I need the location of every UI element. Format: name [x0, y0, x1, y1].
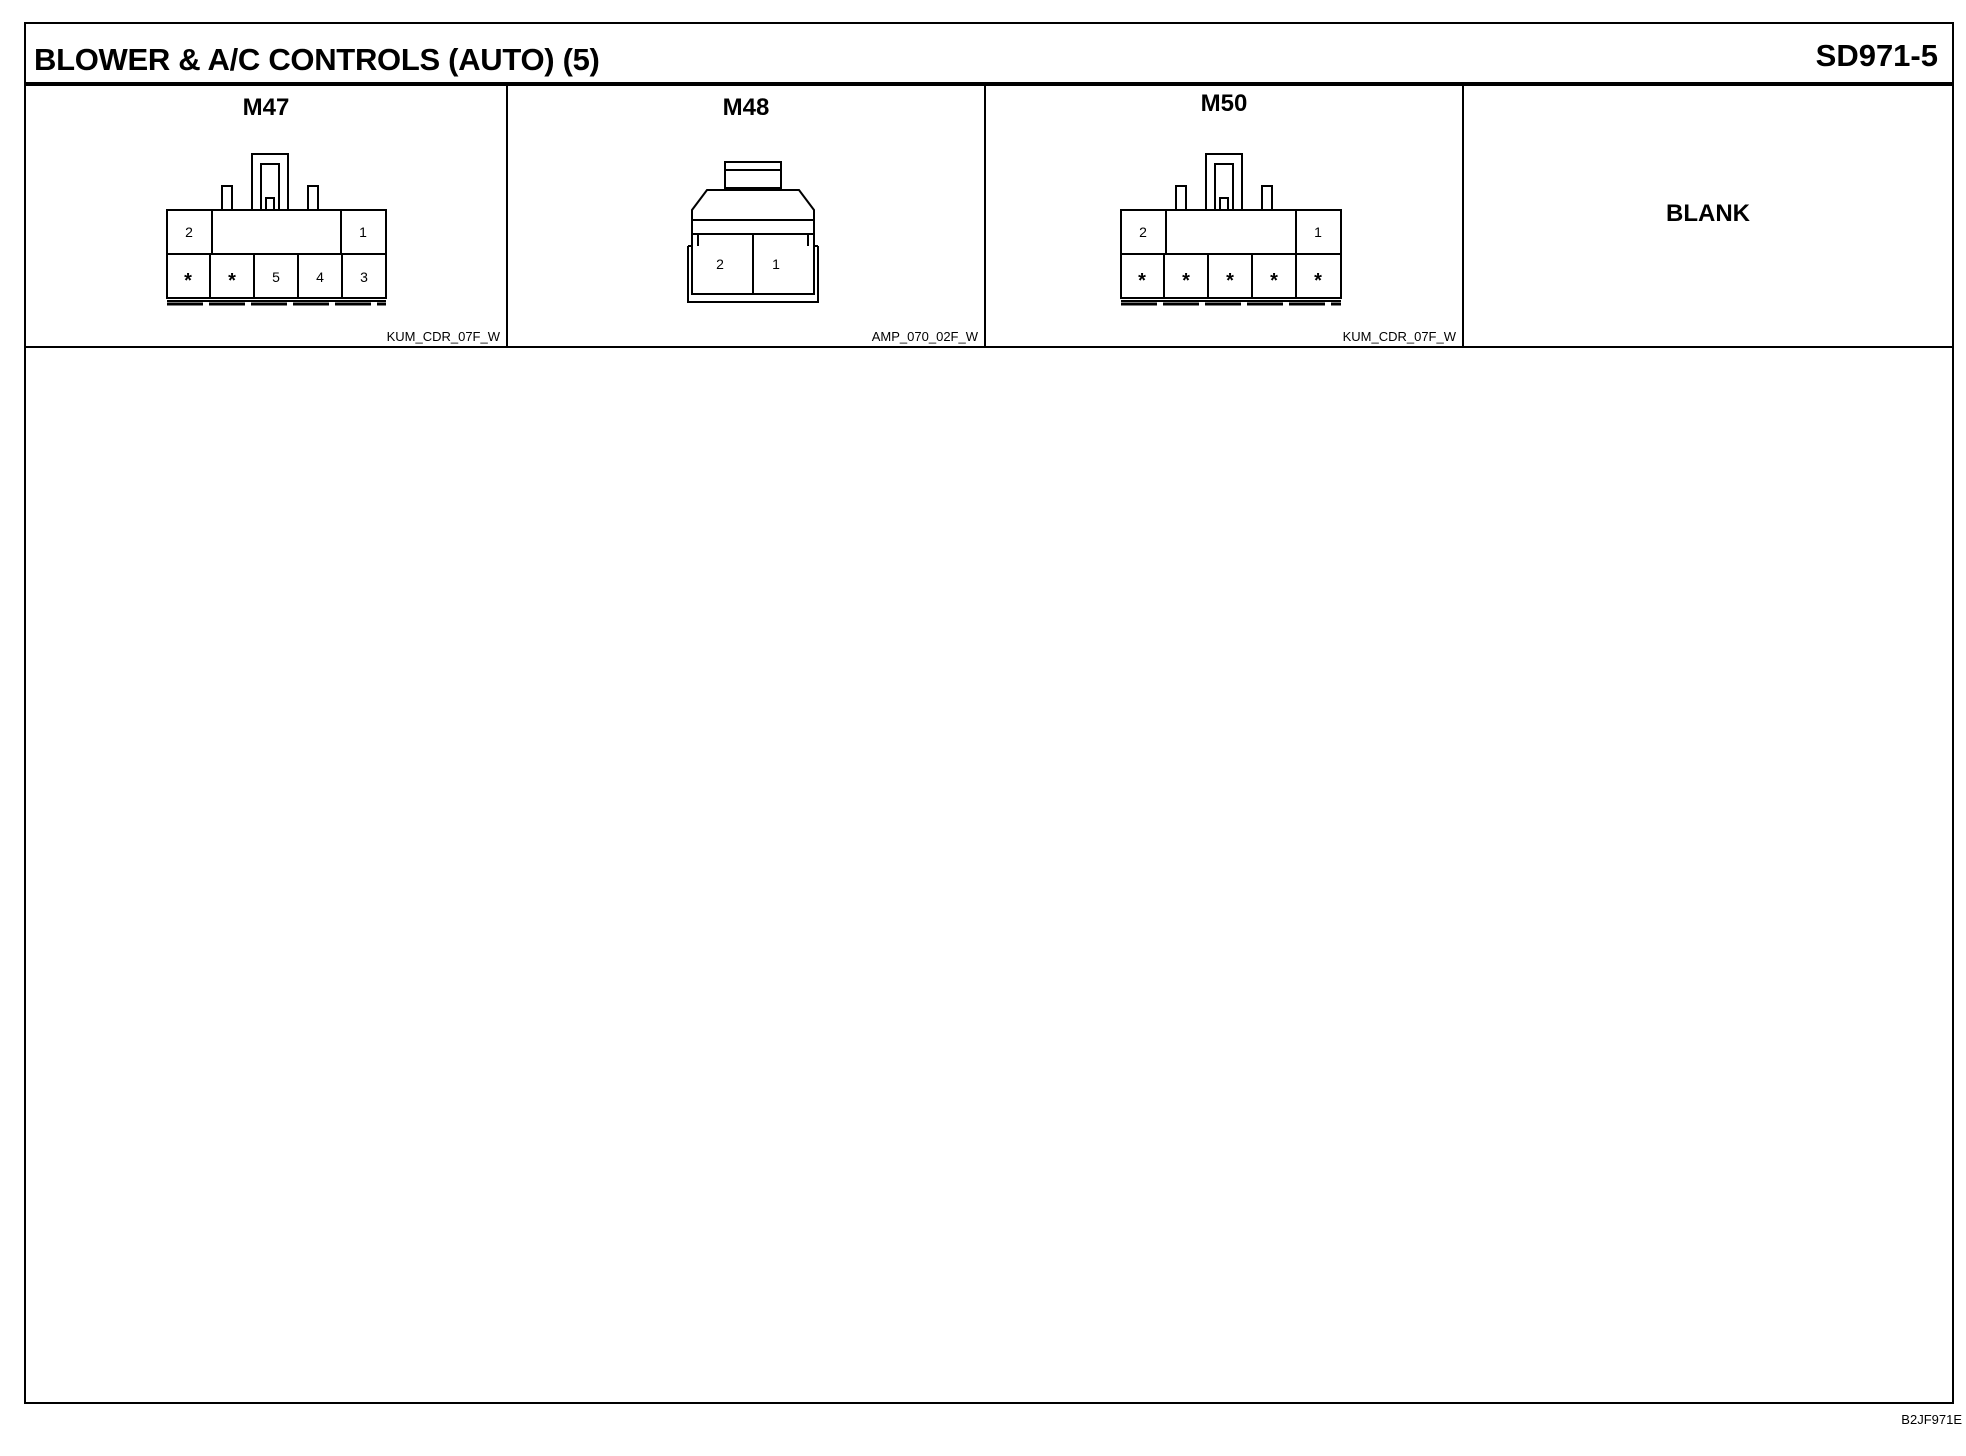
pin-label: * — [1270, 270, 1278, 292]
pin-label: * — [1226, 270, 1234, 292]
pin-label: * — [184, 270, 192, 292]
page-code: SD971-5 — [1815, 38, 1938, 73]
connector-name: M48 — [722, 94, 770, 121]
pin-label: 1 — [359, 224, 367, 240]
title-bar: BLOWER & A/C CONTROLS (AUTO) (5) SD971-5 — [26, 24, 1952, 86]
pin-label: * — [1138, 270, 1146, 292]
connector-row: M47 — [26, 86, 1952, 348]
connector-name: M50 — [1200, 90, 1248, 117]
page-title: BLOWER & A/C CONTROLS (AUTO) (5) — [34, 42, 600, 77]
pin-label: * — [1314, 270, 1322, 292]
blank-panel: BLANK — [1464, 86, 1952, 346]
pin-label: 3 — [360, 269, 368, 285]
connector-name: M47 — [242, 94, 290, 121]
connector-panel-m47: M47 — [26, 86, 508, 346]
pin-label: 2 — [185, 224, 193, 240]
pin-label: * — [1182, 270, 1190, 292]
connector-face-m48: 2 1 — [687, 161, 819, 303]
pin-label: 1 — [1314, 224, 1322, 240]
pin-label: 2 — [716, 256, 724, 272]
connector-panel-m48: M48 — [508, 86, 986, 346]
connector-code: KUM_CDR_07F_W — [1342, 329, 1456, 344]
diagram-frame: BLOWER & A/C CONTROLS (AUTO) (5) SD971-5… — [24, 22, 1954, 1404]
page-reference: B2JF971E — [1901, 1412, 1962, 1427]
pin-label: 2 — [1139, 224, 1147, 240]
pin-label: * — [228, 270, 236, 292]
connector-code: AMP_070_02F_W — [871, 329, 978, 344]
pin-label: 5 — [272, 269, 280, 285]
blank-label: BLANK — [1666, 200, 1750, 227]
pin-label: 1 — [772, 256, 780, 272]
pin-label: 4 — [316, 269, 324, 285]
connector-panel-m50: M50 2 — [986, 86, 1464, 346]
connector-face-m47: 2 1 * * 5 4 3 — [166, 153, 387, 306]
connector-face-m50: 2 1 * * * * * — [1120, 153, 1342, 306]
connector-code: KUM_CDR_07F_W — [386, 329, 500, 344]
